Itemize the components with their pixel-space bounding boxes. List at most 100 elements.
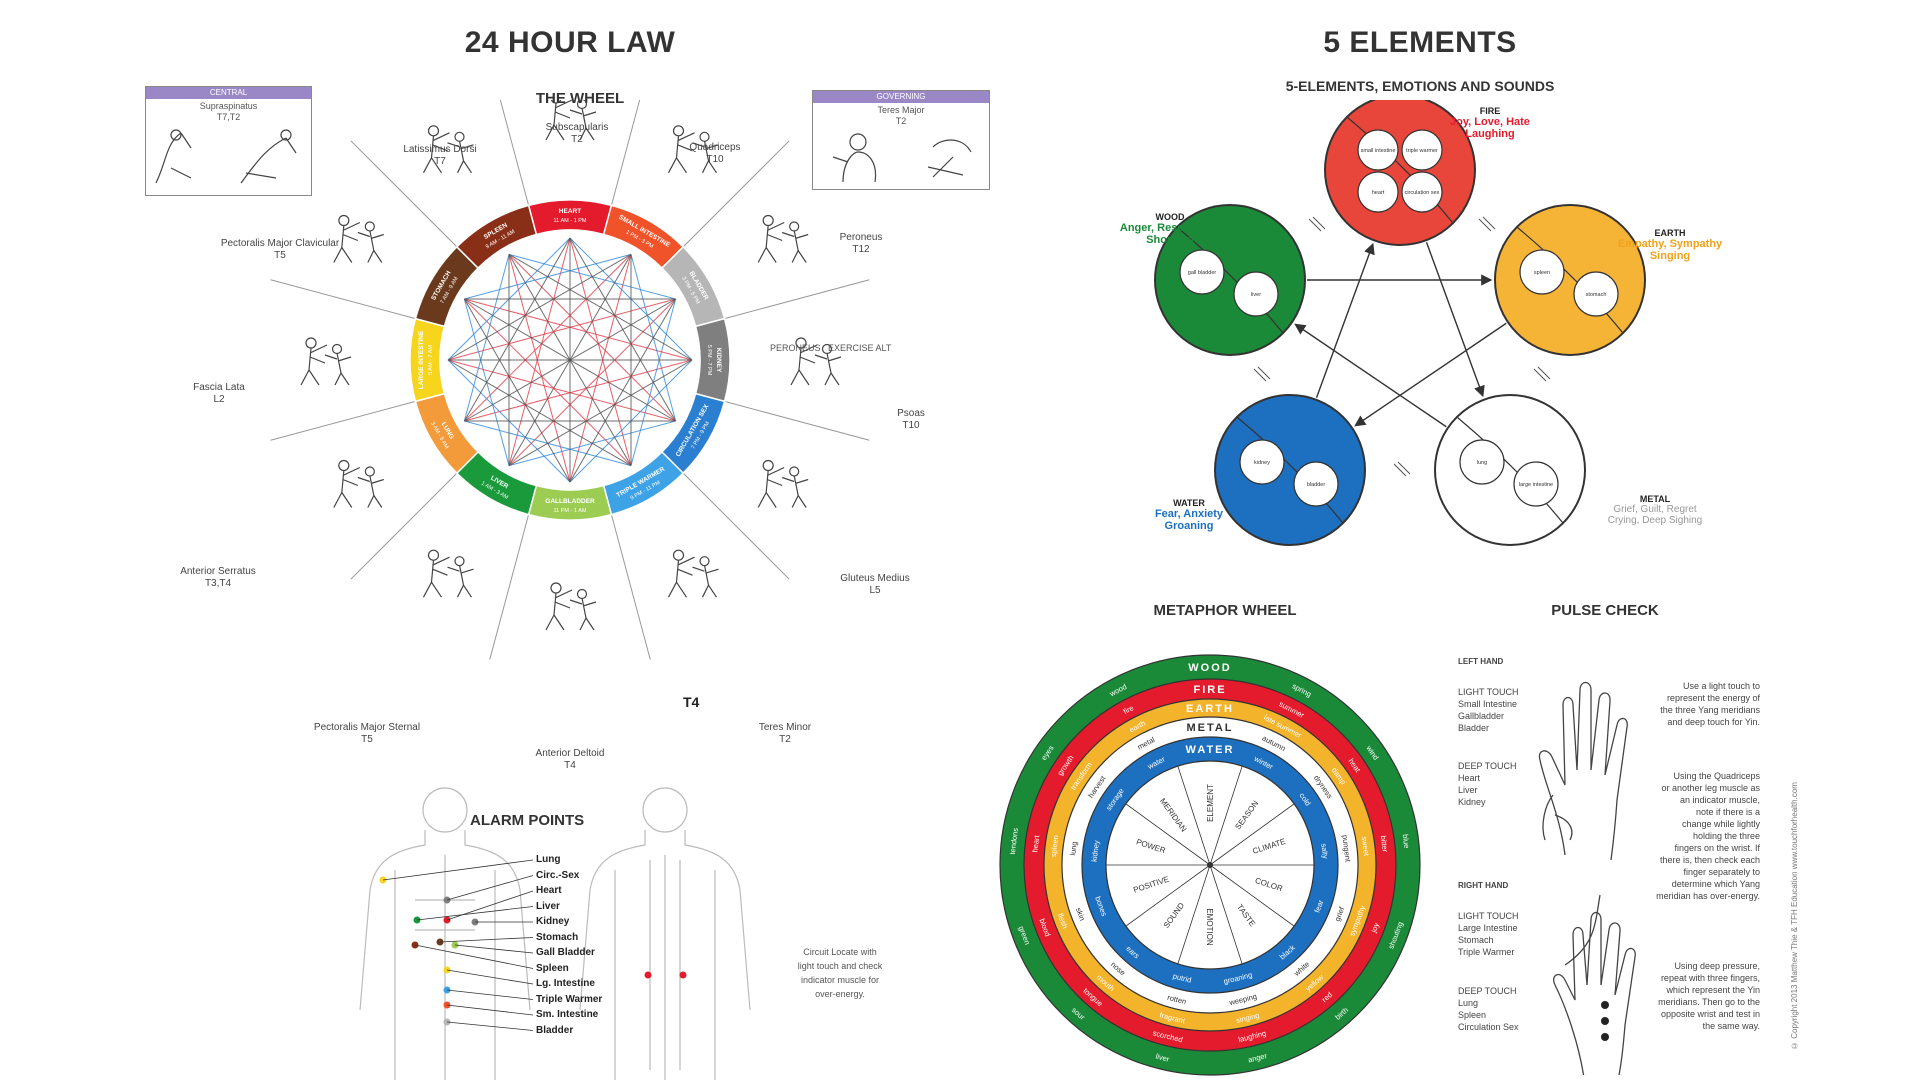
muscle-figures <box>300 100 842 631</box>
ring-word: salty <box>1319 843 1330 860</box>
control-cycle-arrows <box>1253 216 1551 477</box>
muscle-test-figure-icon <box>300 337 352 386</box>
alarm-leader <box>416 906 534 921</box>
generating-cycle-mark <box>1253 366 1271 382</box>
segment-spleen <box>455 204 538 270</box>
inner-divider <box>1177 864 1211 965</box>
organ-label-bladder: bladder <box>1307 482 1326 488</box>
alarm-note: Circuit Locate with light touch and chec… <box>797 947 883 999</box>
star-line <box>447 298 676 361</box>
ring-word: pungent <box>1340 834 1352 863</box>
generating-cycle-mark <box>1393 461 1411 477</box>
wheel-spoke <box>270 400 416 441</box>
star-line <box>508 237 571 466</box>
organ-label-stomach: stomach <box>1586 292 1607 298</box>
muscle-test-figure-icon <box>545 582 597 631</box>
metaphor-wheel-title: METAPHOR WHEEL <box>1153 602 1297 619</box>
muscle-test-figure-icon <box>333 459 385 508</box>
inner-divider <box>1125 803 1211 866</box>
pulse-text-2: Using the Quadriceps or another leg musc… <box>1656 771 1760 901</box>
alarm-point-lg-intestine: Lg. Intestine <box>536 978 595 989</box>
inner-divider <box>1209 765 1243 866</box>
element-label-fire: FIRE Joy, Love, Hate Laughing <box>1450 106 1530 140</box>
alarm-point-stomach: Stomach <box>536 931 579 943</box>
pulse-check-title: PULSE CHECK <box>1551 602 1659 619</box>
hand-drawings <box>1538 681 1636 1075</box>
inner-divider <box>1209 864 1295 927</box>
left-hand-title: LEFT HAND <box>1458 657 1504 666</box>
ring-word: skin <box>1074 906 1087 922</box>
wheel-star-lines <box>447 237 693 483</box>
alarm-dot <box>679 971 687 979</box>
alarm-leader <box>446 1021 534 1031</box>
pulse-text-1: Use a light touch to represent the energ… <box>1660 681 1760 727</box>
control-arrow <box>1294 323 1447 428</box>
star-line <box>464 359 693 422</box>
alarm-dot <box>644 971 652 979</box>
wheel-spoke <box>610 514 651 660</box>
organ-label-heart: heart <box>1372 190 1385 196</box>
segment-time: 11 PM - 1 AM <box>554 508 587 514</box>
inset-central-label: Supraspinatus T7,T2 <box>199 101 258 122</box>
alarm-point-liver: Liver <box>536 900 560 912</box>
organ-circle <box>1357 171 1399 213</box>
right-hand-deep-touch: DEEP TOUCH Lung Spleen Circulation Sex <box>1458 986 1519 1032</box>
ring-name: WOOD <box>1188 662 1231 674</box>
ring-word: bitter <box>1379 835 1390 853</box>
organ-label-small-intestine: small intestine <box>1361 148 1396 154</box>
alarm-point-bladder: Bladder <box>536 1024 574 1036</box>
organ-label-gall-bladder: gall bladder <box>1188 270 1217 276</box>
inner-divider <box>1209 803 1295 866</box>
organ-circle <box>1401 171 1443 213</box>
alarm-leader <box>446 1004 534 1016</box>
segment-label: GALLBLADDER <box>545 498 595 505</box>
inner-divider <box>1125 864 1211 927</box>
star-line <box>508 254 571 483</box>
generating-cycle-mark <box>1533 366 1551 382</box>
control-arrow <box>1315 242 1375 398</box>
muscle-test-figure-icon <box>422 549 474 598</box>
inset-governing-label: Teres Major T2 <box>877 105 925 126</box>
segment-time: 5 PM - 7 PM <box>706 345 712 376</box>
pulse-text-3: Using deep pressure, repeat with three f… <box>1658 961 1760 1031</box>
ring-name: FIRE <box>1193 684 1226 696</box>
alarm-points-body-figures <box>359 787 751 1080</box>
metaphor-wheel: WOODspringwindblueshoutingbirthangerlive… <box>999 654 1421 1076</box>
supraspinatus-figure-icon <box>155 129 297 184</box>
element-label-water: WATER Fear, Anxiety Groaning <box>1154 498 1224 532</box>
right-hand-light-touch: LIGHT TOUCH Large Intestine Stomach Trip… <box>1458 911 1519 957</box>
inset-central: CENTRAL Supraspinatus T7,T2 <box>145 86 312 196</box>
muscle-test-figure-icon <box>545 100 597 141</box>
five-elements-subtitle: 5-ELEMENTS, EMOTIONS AND SOUNDS <box>1285 78 1555 94</box>
star-line <box>569 237 632 466</box>
organ-circle <box>1519 249 1565 295</box>
wheel-spoke <box>350 472 458 580</box>
star-line <box>464 298 693 361</box>
muscle-test-figure-icon <box>790 337 842 386</box>
organ-circle <box>1233 271 1279 317</box>
inner-divider <box>1209 864 1243 965</box>
star-line <box>508 298 677 467</box>
wheel-spoke <box>489 514 530 660</box>
left-hand-light-touch: LIGHT TOUCH Small Intestine Gallbladder … <box>1458 687 1519 733</box>
right-hand-title: RIGHT HAND <box>1458 881 1509 890</box>
ring-word: spleen <box>1049 835 1061 858</box>
alarm-leader <box>446 875 534 901</box>
ring-word: putrid <box>1172 972 1192 985</box>
segment-label: LARGE INTESTINE <box>418 330 425 389</box>
segment-label: KIDNEY <box>715 348 722 373</box>
star-line <box>463 298 632 467</box>
muscle-test-figure-icon <box>757 214 809 263</box>
alarm-leader <box>414 944 534 969</box>
alarm-point-gall-bladder: Gall Bladder <box>536 947 595 958</box>
ring-word: joy <box>1369 921 1381 934</box>
